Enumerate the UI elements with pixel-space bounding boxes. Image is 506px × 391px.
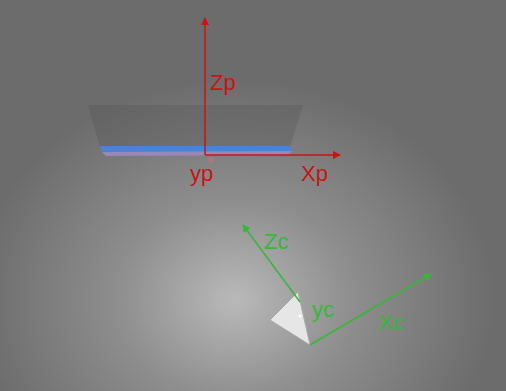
projector-x-axis xyxy=(205,154,340,156)
camera-y-axis xyxy=(299,315,302,318)
projector-y-axis xyxy=(209,158,213,162)
camera-side xyxy=(298,292,310,345)
axis-label: Xp xyxy=(301,163,328,185)
axis-label: Zp xyxy=(210,72,236,94)
projector-plate xyxy=(100,146,292,152)
projector-z-axis xyxy=(204,18,206,155)
axis-label: yp xyxy=(190,163,213,185)
axis-label: Zc xyxy=(264,231,288,253)
camera-body xyxy=(270,292,310,345)
projector-frustum xyxy=(88,105,303,147)
camera-x-axis xyxy=(310,274,431,345)
camera-z-axis xyxy=(243,225,300,302)
axis-label: yc xyxy=(312,299,334,321)
axis-label: Xc xyxy=(378,312,404,334)
